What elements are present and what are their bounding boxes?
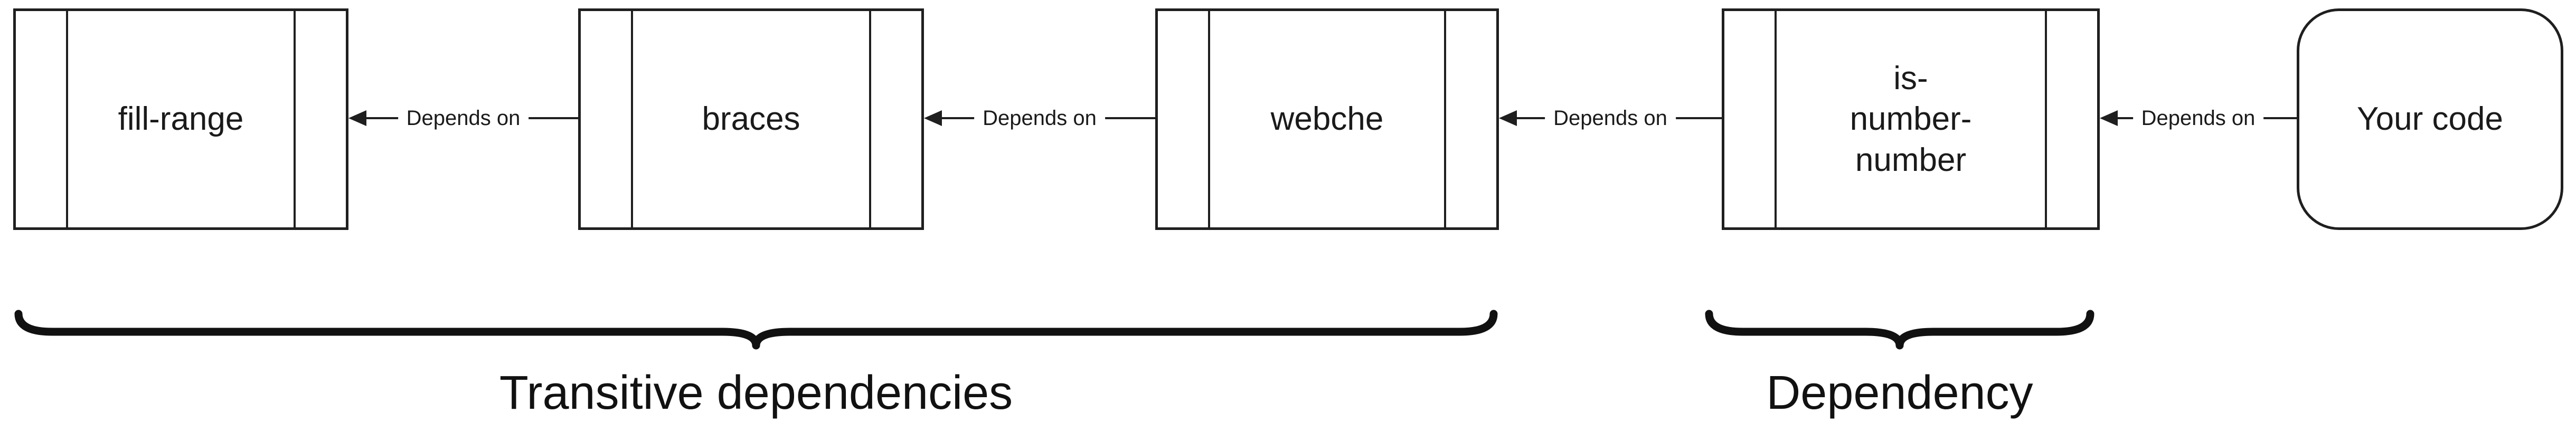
node-label: fill-range [118, 101, 244, 138]
edge-label: Depends on [398, 104, 529, 132]
arrow-left-icon [2100, 110, 2118, 126]
node-webche: webche [1155, 8, 1499, 230]
edge-label: Depends on [1545, 104, 1676, 132]
node-side-divider [869, 11, 871, 227]
node-label: is- number- number [1850, 60, 1972, 178]
arrow-left-icon [924, 110, 942, 126]
node-side-divider [1775, 11, 1777, 227]
node-side-divider [294, 11, 296, 227]
node-is-number-number: is- number- number [1722, 8, 2100, 230]
node-label: braces [702, 101, 800, 138]
node-fill-range: fill-range [13, 8, 348, 230]
edge-label: Depends on [2132, 104, 2264, 132]
group-label-dependency: Dependency [1766, 367, 2033, 419]
node-side-divider [66, 11, 68, 227]
edge-label: Depends on [974, 104, 1105, 132]
arrow-left-icon [1499, 110, 1517, 126]
node-side-divider [631, 11, 633, 227]
node-your-code: Your code [2297, 8, 2563, 230]
brace-transitive-dependencies [14, 310, 1498, 350]
node-side-divider [1208, 11, 1210, 227]
node-side-divider [2045, 11, 2047, 227]
node-label: Your code [2357, 101, 2503, 138]
node-label: webche [1270, 101, 1384, 138]
arrow-left-icon [348, 110, 366, 126]
brace-dependency [1705, 310, 2094, 350]
node-side-divider [1444, 11, 1446, 227]
node-braces: braces [578, 8, 924, 230]
group-label-transitive-dependencies: Transitive dependencies [499, 367, 1013, 419]
